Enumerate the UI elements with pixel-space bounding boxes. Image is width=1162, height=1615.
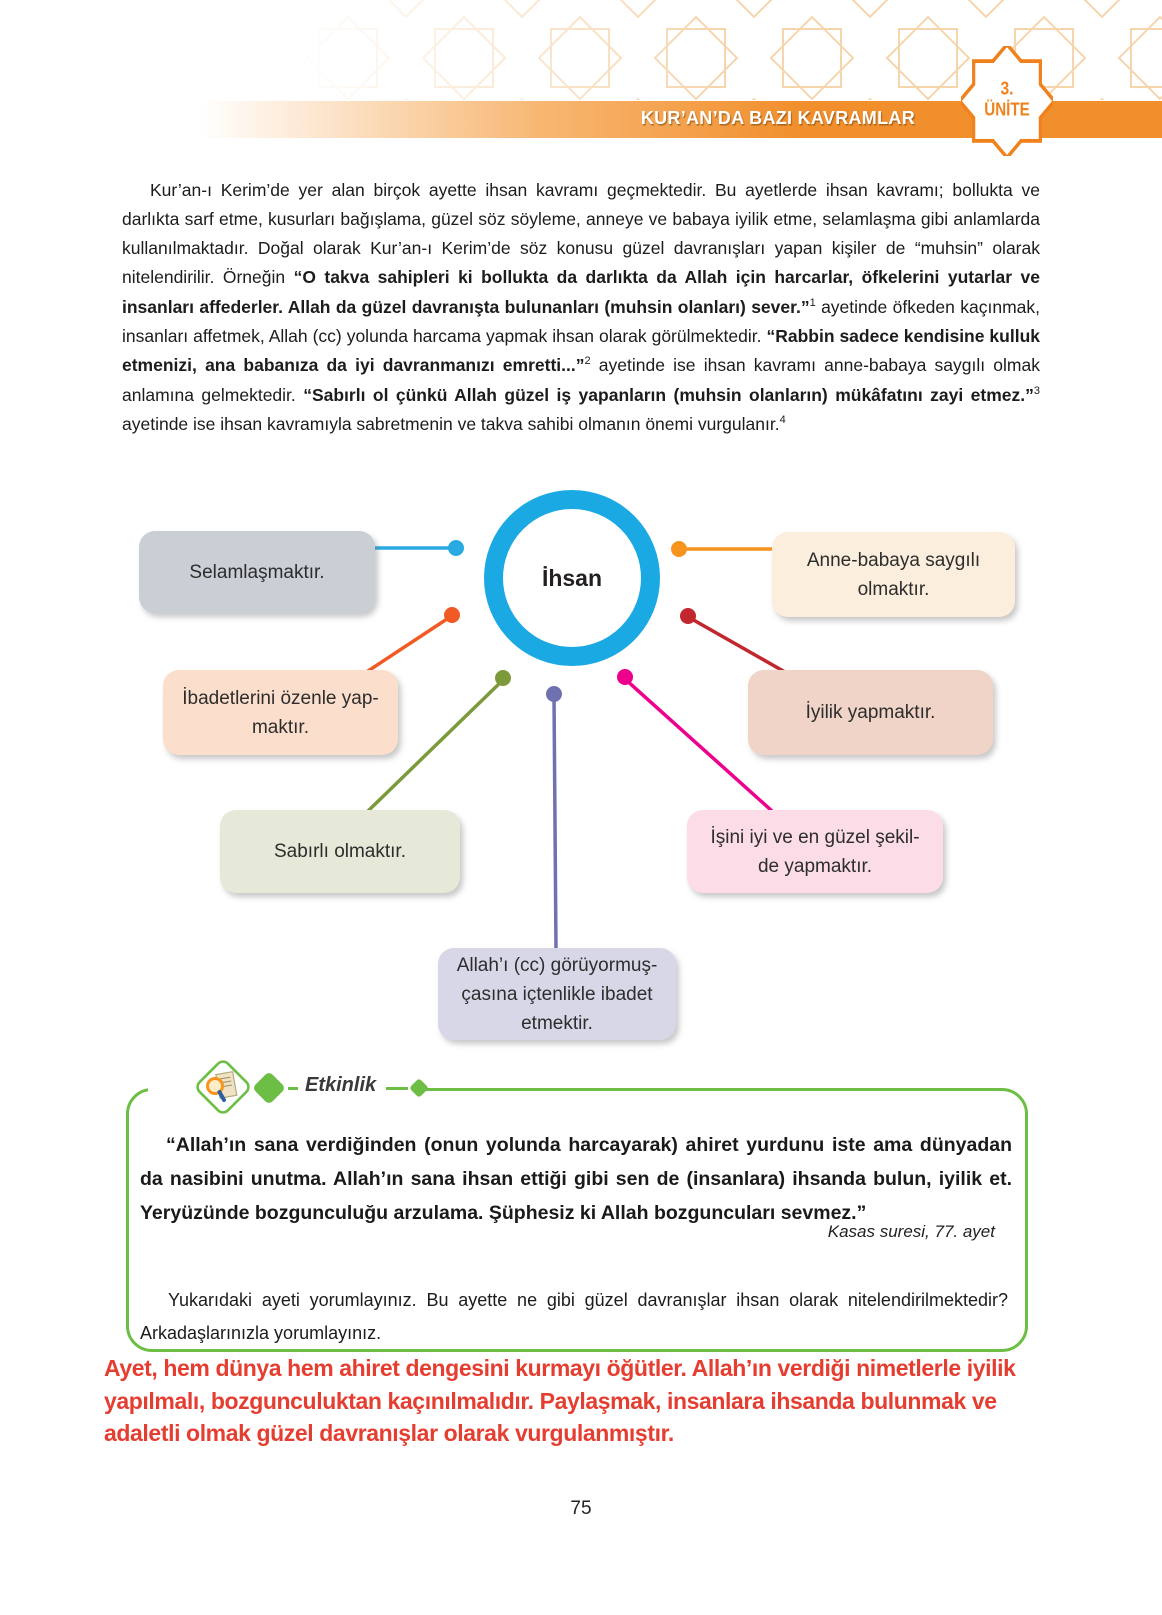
diagram-connectors: [364, 540, 786, 951]
page-title: KUR’AN’DA BAZI KAVRAMLAR: [640, 108, 915, 128]
unit-number: 3.: [1000, 77, 1013, 99]
activity-label: Etkinlik: [300, 1074, 382, 1097]
magnifier-notebook-icon: [192, 1056, 254, 1123]
node-allahi-goruyormus: Allah’ı (cc) görüyormuş- çasına içtenlik…: [438, 948, 676, 1040]
connector-dot: [546, 686, 562, 702]
activity-quote: “Allah’ın sana verdiğinden (onun yolunda…: [140, 1133, 1012, 1224]
node-selamlasmak: Selamlaşmaktır.: [139, 531, 375, 613]
connector-dot: [444, 607, 460, 623]
divider-line: [386, 1087, 408, 1090]
unit-badge: 3. ÜNİTE: [961, 46, 1053, 156]
activity-border-mask: [148, 1080, 426, 1096]
connector-dot: [671, 541, 687, 557]
node-anne-babaya-saygi: Anne-babaya saygılı olmaktır.: [772, 532, 1015, 617]
activity-box: [126, 1088, 1028, 1352]
connector-dot: [617, 669, 633, 685]
student-answer: Ayet, hem dünya hem ahiret dengesini kur…: [104, 1355, 1016, 1446]
node-sabir: Sabırlı olmaktır.: [220, 810, 460, 893]
activity-question: Yukarıdaki ayeti yorumlayınız. Bu ayette…: [140, 1290, 1008, 1343]
node-ibadet-ozen: İbadetlerini özenle yap- maktır.: [163, 670, 398, 755]
connector-dot: [448, 540, 464, 556]
node-iyilik: İyilik yapmaktır.: [748, 670, 993, 755]
unit-word: ÜNİTE: [984, 99, 1030, 120]
star-icon: [961, 46, 1053, 156]
page-number: 75: [570, 1498, 592, 1519]
connector-dot: [495, 670, 511, 686]
diagram-center-label: İhsan: [541, 564, 603, 591]
quote-source: Kasas suresi, 77. ayet: [827, 1222, 995, 1241]
intro-paragraph: Kur’an-ı Kerim’de yer alan birçok ayette…: [122, 179, 1040, 434]
connector-dot: [680, 608, 696, 624]
divider-line: [288, 1087, 298, 1090]
pattern-fade: [290, 0, 790, 100]
diagram-center-circle: İhsan: [484, 490, 660, 666]
ihsan-diagram: İhsan Selamlaşmaktır. Anne-babaya saygıl…: [0, 470, 1162, 1050]
node-isini-guzel: İşini iyi ve en güzel şekil- de yapmaktı…: [687, 810, 943, 893]
